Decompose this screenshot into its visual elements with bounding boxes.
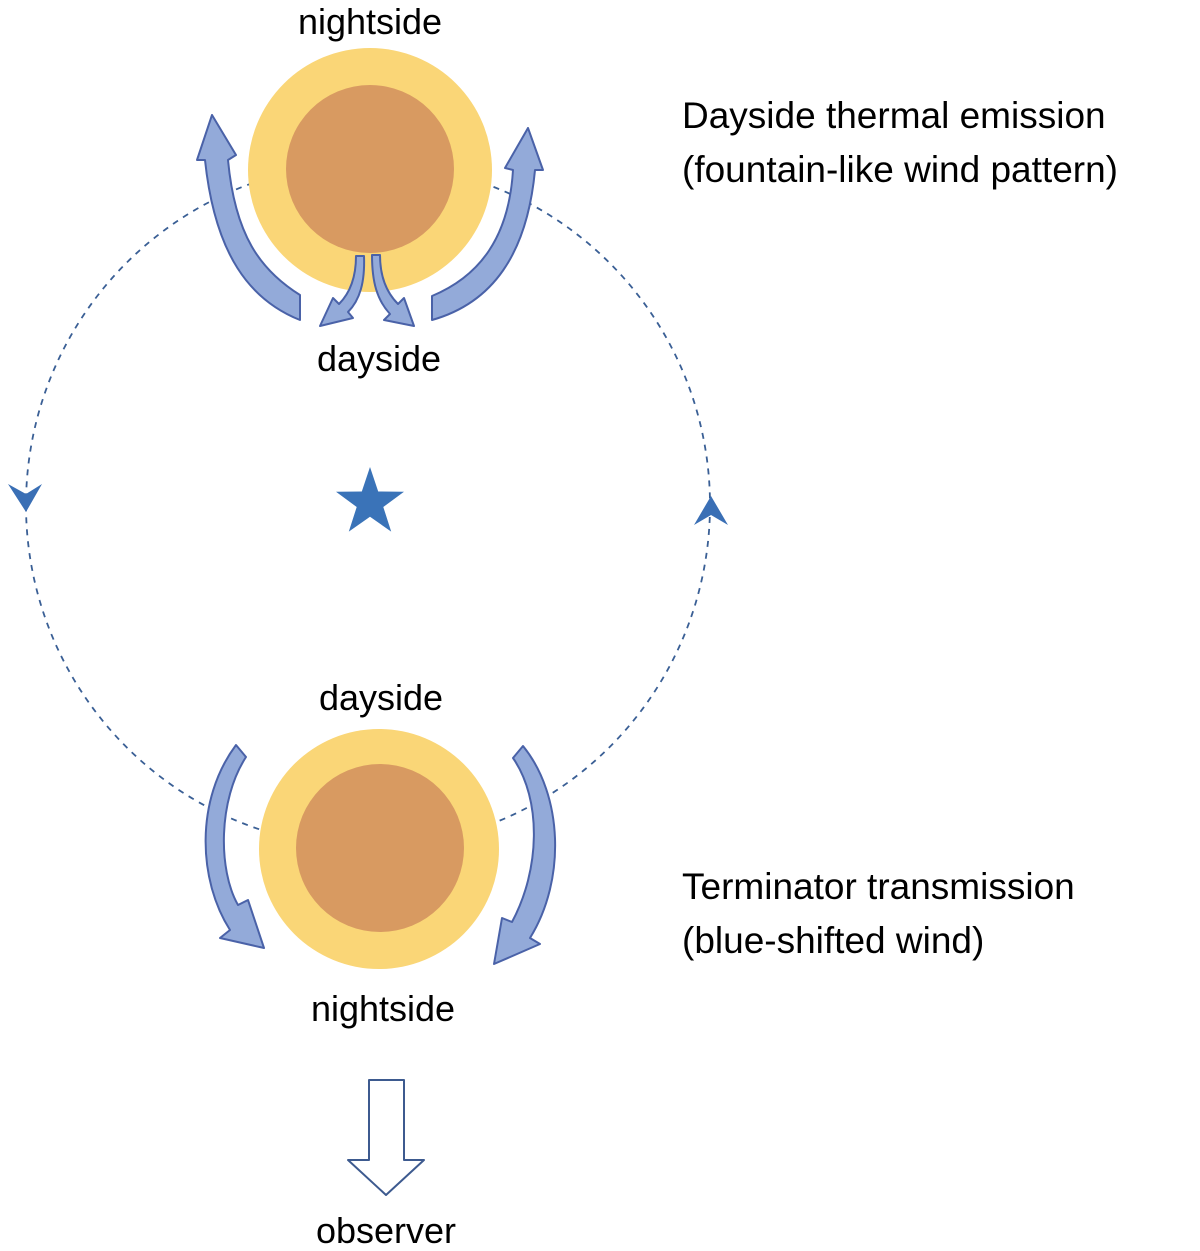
dayside-emission-subtitle: (fountain-like wind pattern) bbox=[682, 149, 1118, 190]
top-dayside-label: dayside bbox=[316, 338, 442, 379]
orbit-direction-right-arrow bbox=[694, 496, 728, 525]
planet-top bbox=[248, 48, 492, 292]
wind-arrow-top-right-outer bbox=[431, 127, 544, 321]
wind-arrow-top-left-outer bbox=[196, 114, 301, 321]
terminator-transmission-subtitle: (blue-shifted wind) bbox=[682, 920, 985, 961]
top-nightside-label: nightside bbox=[297, 1, 443, 42]
wind-arrow-top-left-inner bbox=[319, 255, 366, 327]
fountain-wind-arrows bbox=[196, 114, 544, 327]
terminator-transmission-title: Terminator transmission bbox=[682, 866, 1075, 907]
wind-arrow-bottom-left bbox=[204, 744, 265, 949]
planet-top-core bbox=[286, 85, 454, 253]
terminator-transmission-caption: Terminator transmission (blue-shifted wi… bbox=[682, 860, 1075, 968]
blue-shifted-wind-arrows bbox=[204, 744, 557, 965]
observer-label: observer bbox=[315, 1210, 457, 1251]
dayside-emission-title: Dayside thermal emission bbox=[682, 95, 1106, 136]
orbit-direction-left-arrow bbox=[8, 484, 42, 512]
dayside-emission-caption: Dayside thermal emission (fountain-like … bbox=[682, 89, 1118, 197]
wind-arrow-bottom-right bbox=[493, 745, 557, 965]
bottom-dayside-label: dayside bbox=[318, 677, 444, 718]
bottom-nightside-label: nightside bbox=[310, 988, 456, 1029]
wind-arrow-top-right-inner bbox=[371, 254, 415, 327]
planet-bottom bbox=[259, 729, 499, 969]
planet-bottom-core bbox=[296, 764, 464, 932]
down-arrow-icon bbox=[347, 1079, 425, 1196]
star-icon bbox=[336, 467, 404, 532]
